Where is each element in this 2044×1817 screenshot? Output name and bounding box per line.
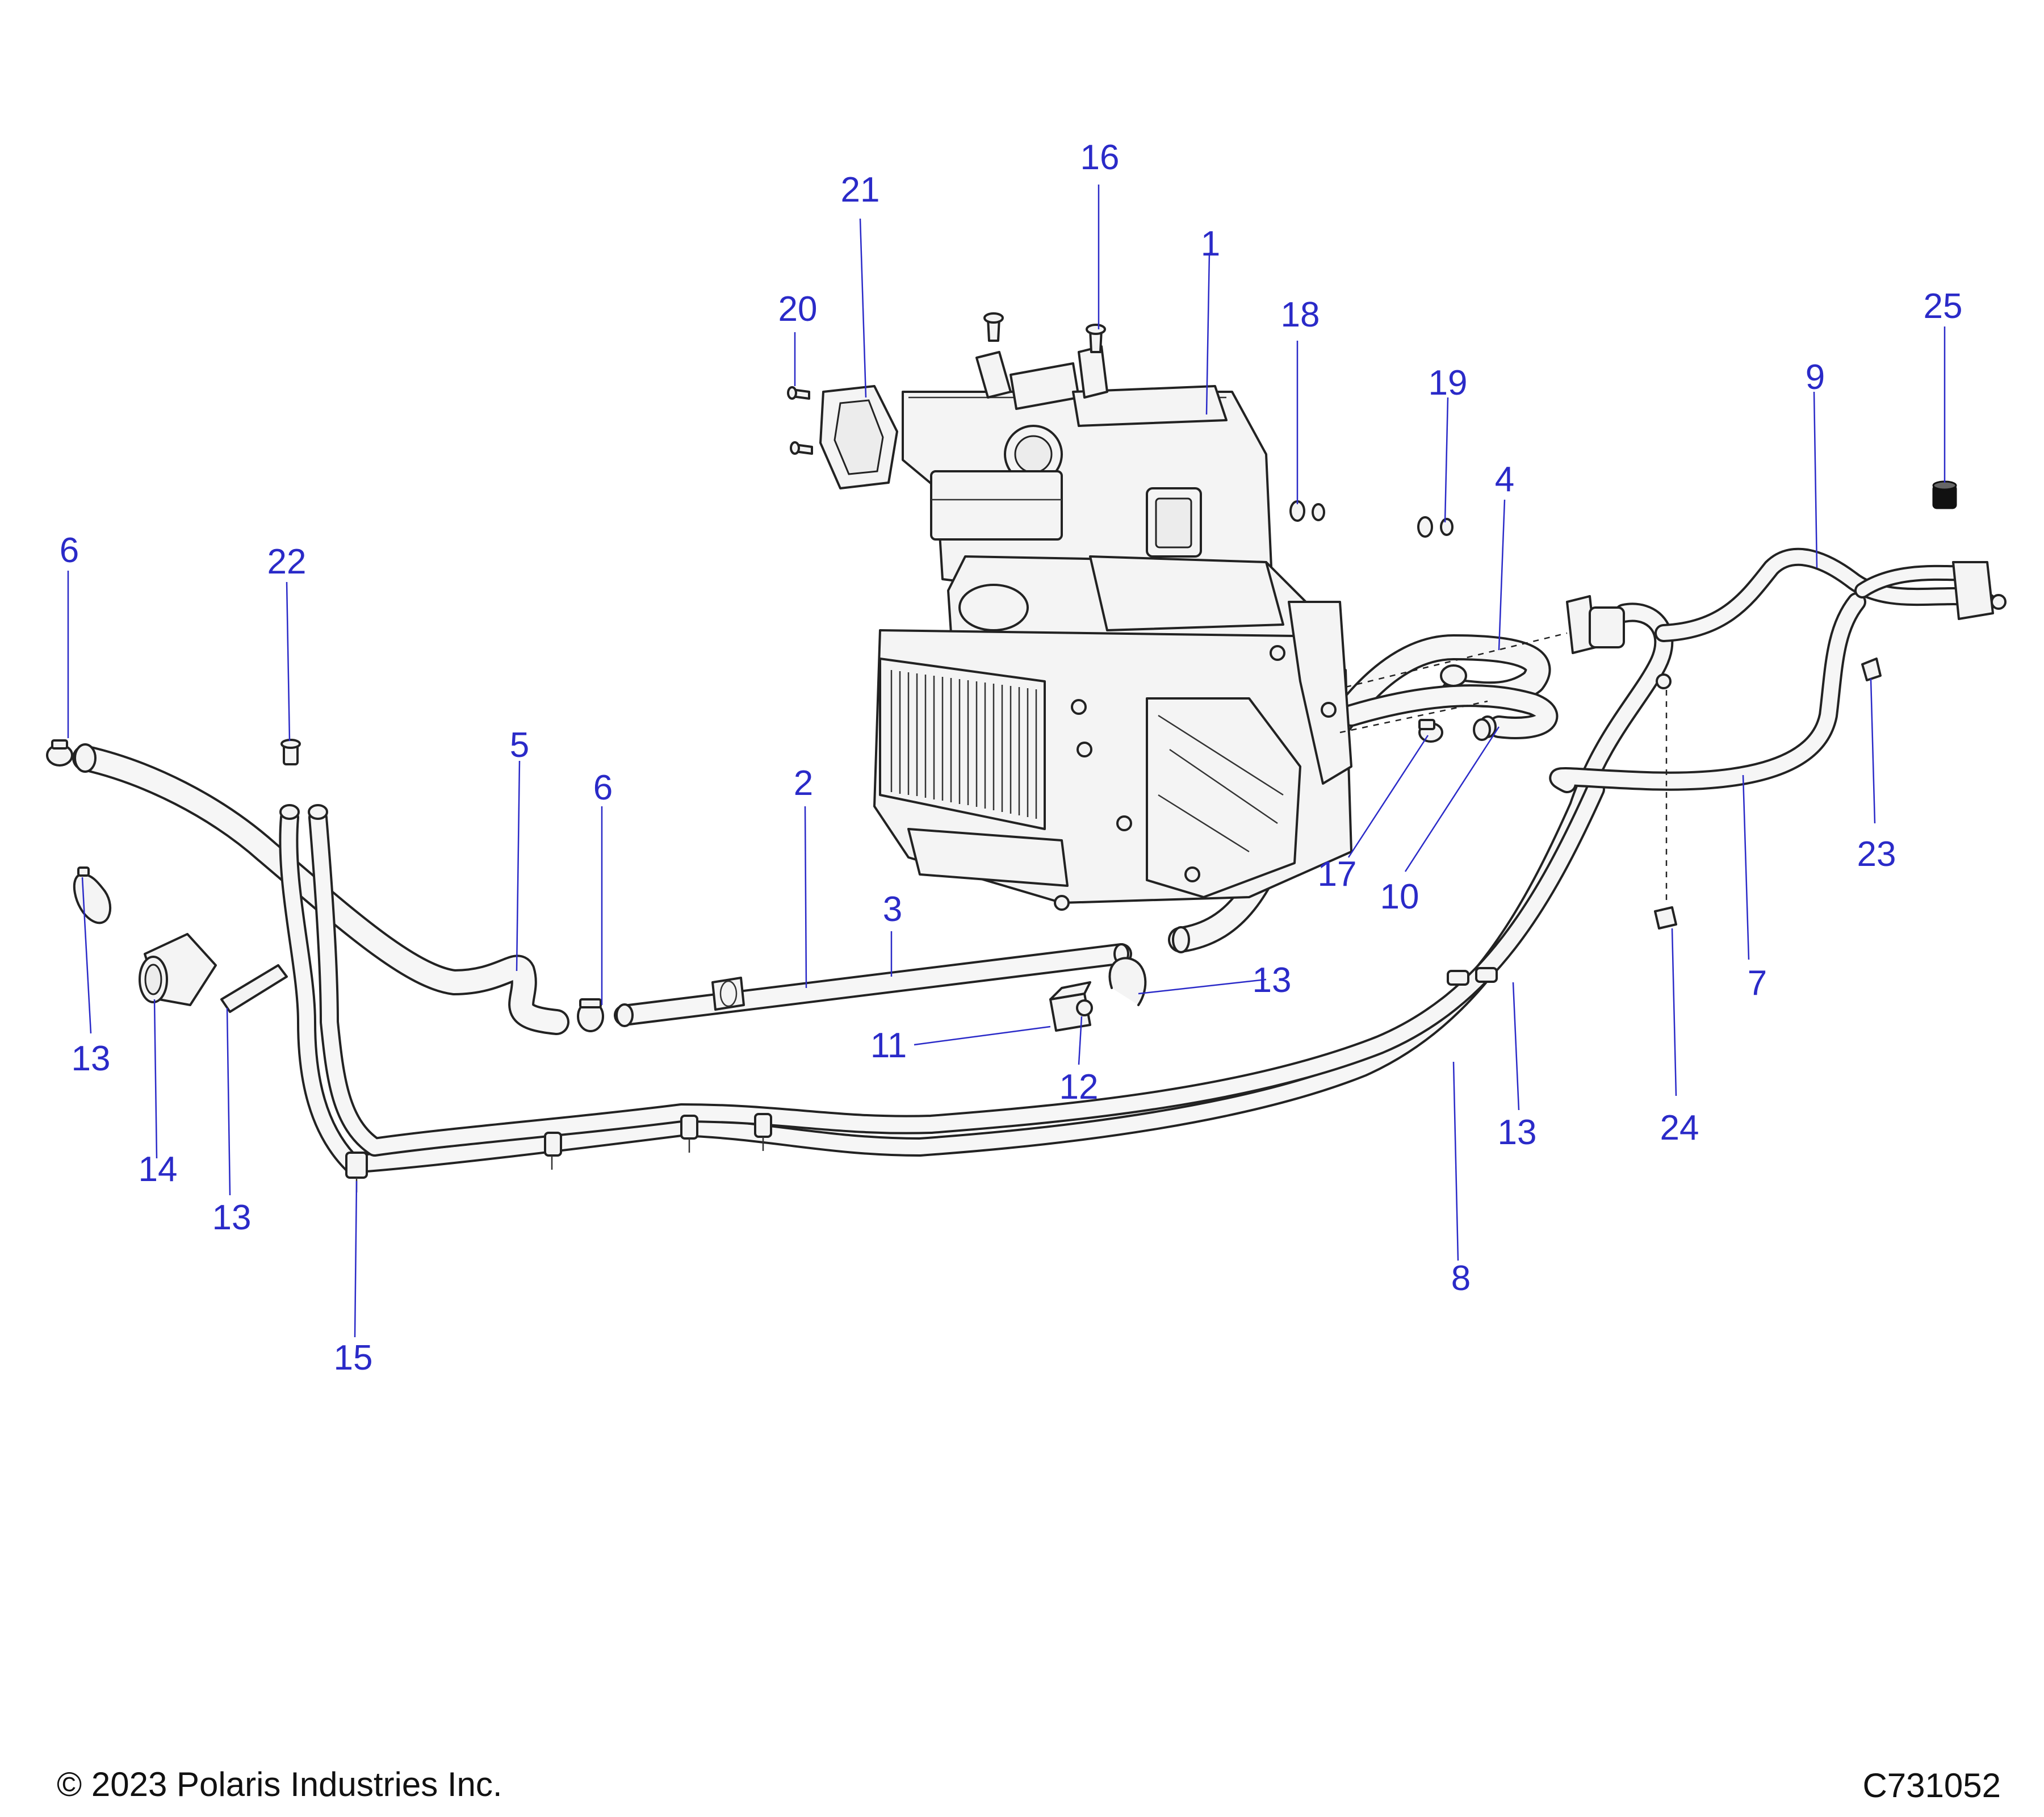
- clamp-17: [1418, 664, 1467, 743]
- callout-22: 22: [267, 542, 307, 581]
- drawing-number: C731052: [1862, 1766, 2001, 1805]
- callout-1: 1: [1201, 224, 1220, 263]
- screw-20: [787, 386, 813, 455]
- callout-15: 15: [334, 1338, 373, 1378]
- nut-18: [1289, 500, 1325, 522]
- callout-21: 21: [841, 170, 880, 210]
- callout-5: 5: [510, 726, 529, 765]
- tube-3: [614, 943, 1132, 1027]
- elbow-10: [1473, 718, 1491, 741]
- bolt-22: [280, 739, 301, 765]
- clamp-6-left: [46, 739, 73, 767]
- callout-10: 10: [1380, 877, 1419, 916]
- callout-2: 2: [794, 764, 813, 803]
- callout-13-right: 13: [1498, 1113, 1537, 1152]
- band-13-mid: [1108, 957, 1147, 1006]
- callout-6-mid: 6: [593, 768, 613, 807]
- nut-19: [1417, 516, 1454, 538]
- callout-9: 9: [1806, 358, 1825, 397]
- clamp-6-mid: [577, 998, 604, 1032]
- callout-4: 4: [1495, 460, 1514, 499]
- heater-box-assembly: [873, 345, 1352, 911]
- callout-13-far-left: 13: [72, 1039, 111, 1078]
- callout-leaders: [67, 185, 1946, 1338]
- cap-25: [1932, 480, 1957, 509]
- hose-9: [1566, 547, 1996, 654]
- fitting-14: [139, 933, 217, 1006]
- callout-6-left: 6: [60, 531, 79, 570]
- stud-24: [1654, 673, 1677, 930]
- callout-13-mid: 13: [1253, 961, 1292, 1000]
- screw-16: [983, 312, 1106, 353]
- strap-13-left: [220, 964, 288, 1013]
- callout-14: 14: [139, 1150, 178, 1189]
- callout-11: 11: [870, 1026, 907, 1065]
- callout-24: 24: [1660, 1108, 1699, 1148]
- callout-23: 23: [1857, 835, 1896, 874]
- callout-20: 20: [778, 290, 818, 329]
- callout-18: 18: [1281, 295, 1320, 334]
- callout-17: 17: [1318, 855, 1357, 894]
- fitting-9-end: [1991, 594, 2007, 610]
- callout-8: 8: [1451, 1259, 1471, 1298]
- band-13-left: [73, 866, 111, 924]
- nut-12: [1076, 999, 1093, 1016]
- hose-assemblies: [72, 547, 1996, 1192]
- gasket-21: [819, 385, 898, 489]
- hose-7: [1549, 592, 1866, 793]
- callout-13-left: 13: [212, 1198, 252, 1237]
- heater-core-fins: [890, 670, 1037, 819]
- callout-12: 12: [1059, 1067, 1099, 1107]
- callout-19: 19: [1429, 363, 1468, 403]
- callout-7: 7: [1748, 964, 1767, 1003]
- copyright-notice: © 2023 Polaris Industries Inc.: [57, 1765, 502, 1803]
- callout-3: 3: [883, 890, 902, 929]
- hose-5: [72, 743, 569, 1035]
- callout-25: 25: [1924, 287, 1963, 326]
- clip-23: [1861, 658, 1882, 681]
- callout-16: 16: [1080, 138, 1120, 177]
- callout-labels: 1 2 3 4 5 6 6 7 8 9 10 11 12 13 13 13 13…: [60, 138, 1963, 1378]
- hose-clamps: [345, 967, 1498, 1192]
